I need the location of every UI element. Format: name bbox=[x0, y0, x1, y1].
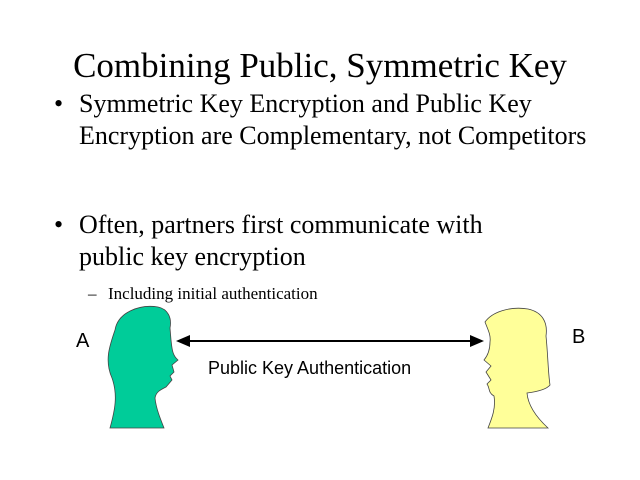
bullet-2: • Often, partners first communicate with… bbox=[54, 209, 549, 273]
party-a-label: A bbox=[76, 330, 90, 352]
sub-bullet: –Including initial authentication bbox=[88, 283, 318, 305]
sub-bullet-text: Including initial authentication bbox=[108, 284, 318, 303]
slide-title: Combining Public, Symmetric Key bbox=[73, 46, 567, 85]
arrow-label: Public Key Authentication bbox=[208, 358, 412, 378]
arrowhead-left-icon bbox=[176, 335, 190, 347]
bullet-icon: • bbox=[54, 89, 64, 118]
bullet-1: • Symmetric Key Encryption and Public Ke… bbox=[54, 88, 619, 152]
bullet-text: Symmetric Key Encryption and Public Key … bbox=[79, 89, 587, 150]
bullet-text: Often, partners first communicate with p… bbox=[79, 210, 483, 271]
bullet-icon: • bbox=[54, 210, 64, 239]
arrowhead-right-icon bbox=[470, 335, 484, 347]
dash-icon: – bbox=[88, 284, 97, 303]
party-b-label: B bbox=[572, 326, 586, 348]
person-b-head-icon bbox=[483, 307, 551, 429]
person-a-head-icon bbox=[107, 305, 179, 429]
